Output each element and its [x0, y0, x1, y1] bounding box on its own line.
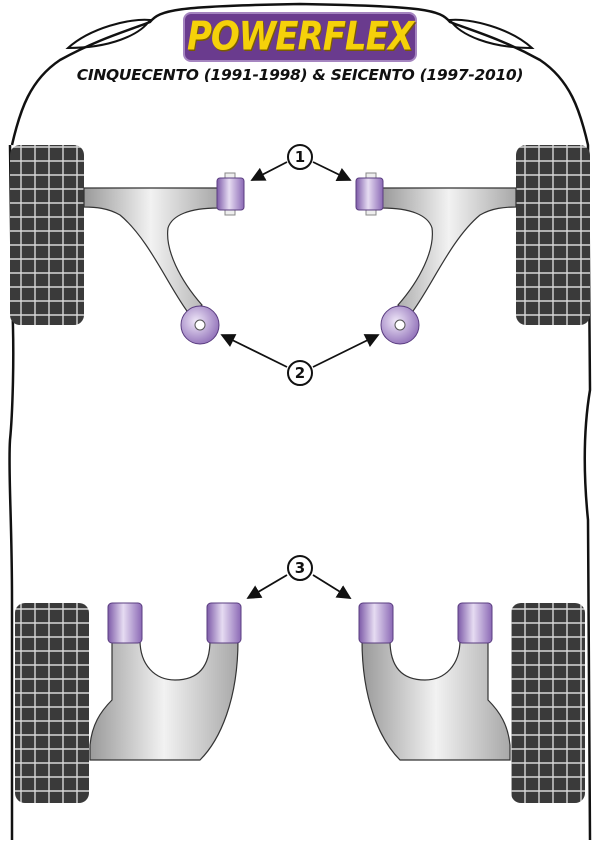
front-left-tyre	[10, 145, 84, 325]
front-left-wishbone	[83, 187, 219, 316]
front-right-tyre	[516, 145, 590, 325]
leader-arrows	[220, 161, 380, 599]
bush-2-right	[380, 305, 420, 345]
rear-right-trailing-arm	[358, 602, 511, 761]
page-title: CINQUECENTO (1991-1998) & SEICENTO (1997…	[76, 66, 524, 84]
rear-left-trailing-arm	[89, 602, 242, 761]
rear-left-tyre	[15, 603, 89, 803]
bush-1-left	[216, 172, 245, 216]
callout-1: 1	[287, 144, 313, 170]
powerflex-logo: POWERFLEX	[183, 12, 417, 62]
bush-2-left	[180, 305, 220, 345]
rear-right-tyre	[511, 603, 585, 803]
front-right-wishbone	[381, 187, 517, 316]
car-body-outline	[8, 2, 592, 841]
callout-2: 2	[287, 360, 313, 386]
callout-3: 3	[287, 555, 313, 581]
bush-1-right	[355, 172, 384, 216]
